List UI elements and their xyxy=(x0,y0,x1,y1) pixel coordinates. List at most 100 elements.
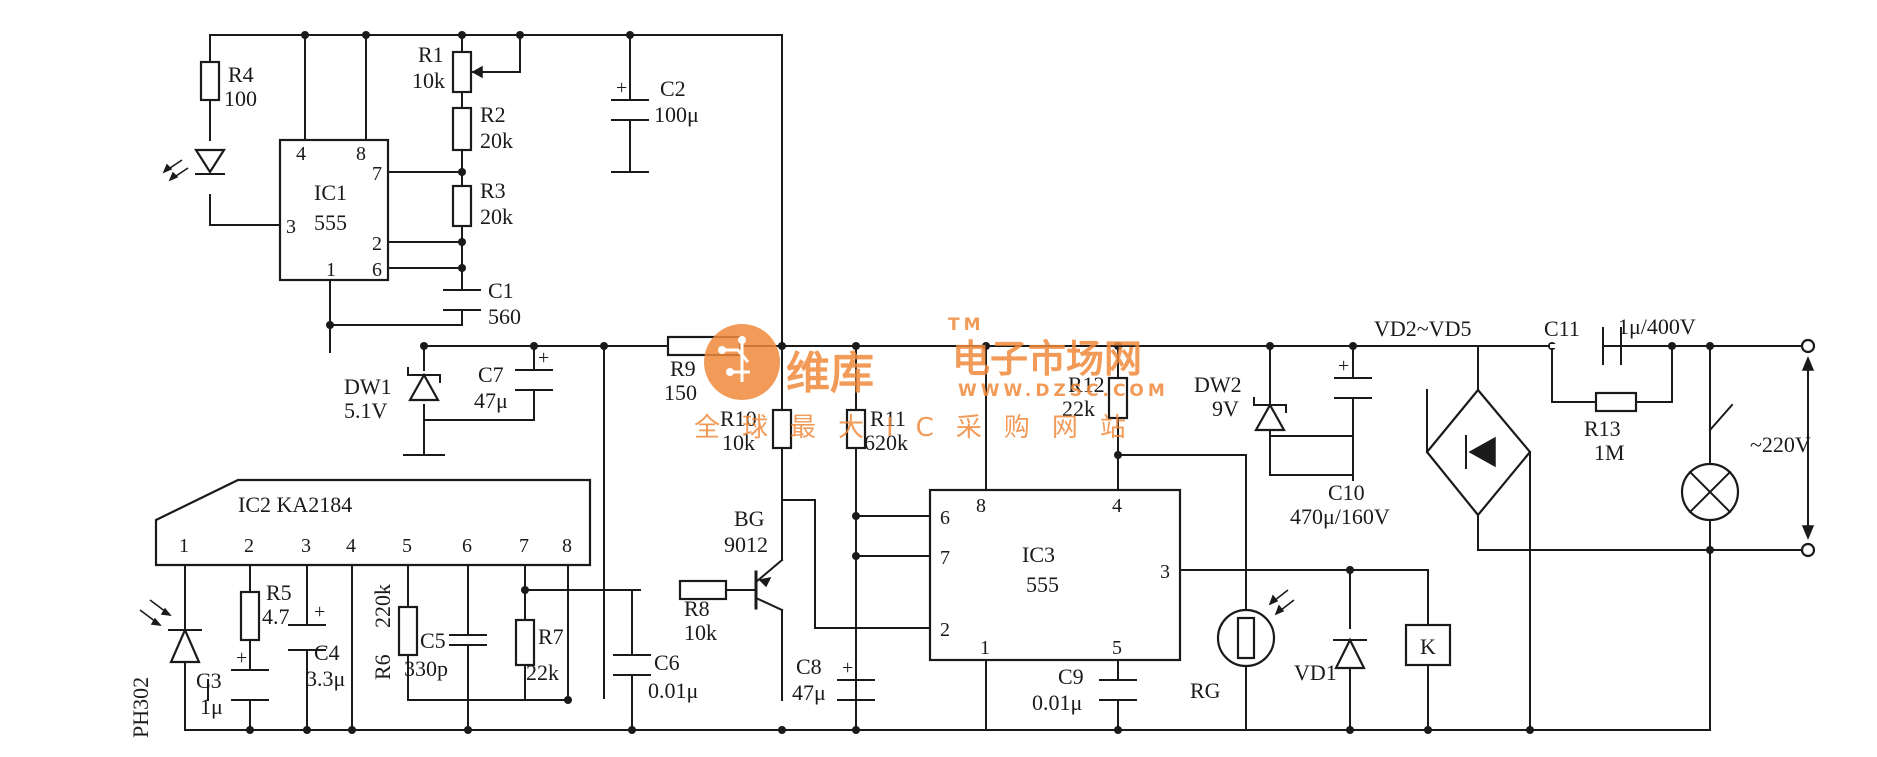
ic3-pin6: 6 xyxy=(940,507,950,529)
label-vd2-5: VD2~VD5 xyxy=(1374,316,1471,341)
label-r3-val: 20k xyxy=(480,204,513,229)
potentiometer-r1 xyxy=(451,50,491,94)
ic1-pin3: 3 xyxy=(286,216,296,238)
ic3-pin8: 8 xyxy=(976,495,986,517)
photoresistor-rg xyxy=(1216,589,1295,668)
relay-k xyxy=(1404,623,1452,667)
label-bg: BG xyxy=(734,506,765,531)
watermark-tm: TM xyxy=(948,315,985,335)
label-r12: R12 xyxy=(1068,372,1105,397)
label-c5: C5 xyxy=(420,628,446,653)
label-c1-val: 560 xyxy=(488,304,521,329)
label-r1-val: 10k xyxy=(412,68,445,93)
label-c6: C6 xyxy=(654,650,680,675)
label-dw1-val: 5.1V xyxy=(344,398,388,423)
capacitor-c11 xyxy=(1550,327,1622,365)
label-c2: C2 xyxy=(660,76,686,101)
label-c3-val: 1μ xyxy=(200,694,223,719)
resistor-r2 xyxy=(451,106,473,152)
resistor-r13 xyxy=(1594,391,1638,413)
label-c5-val: 330p xyxy=(404,656,448,681)
label-c7: C7 xyxy=(478,362,504,387)
ic1-pin1: 1 xyxy=(326,259,336,281)
watermark-url: WWW.DZSC.COM xyxy=(958,381,1169,401)
resistor-r5 xyxy=(239,590,261,642)
svg-text:+: + xyxy=(236,647,247,669)
label-ic3-type: 555 xyxy=(1026,572,1059,597)
label-r6-val: 220k xyxy=(370,584,395,628)
capacitor-c3: + xyxy=(231,647,269,701)
label-dw1: DW1 xyxy=(344,374,392,399)
lamp xyxy=(1680,429,1740,551)
label-c9: C9 xyxy=(1058,664,1084,689)
svg-text:+: + xyxy=(1338,355,1349,377)
svg-text:+: + xyxy=(314,601,325,623)
ic2-pin7: 7 xyxy=(519,535,529,557)
watermark-brand: 维库 xyxy=(786,348,874,399)
label-r5-val: 4.7 xyxy=(262,604,290,629)
capacitor-c8: + xyxy=(837,657,875,701)
component-labels: R4 100 R1 10k R2 20k R3 20k C1 560 C2 10… xyxy=(128,42,1811,738)
watermark-slogan: 全球最大IC采购网站 xyxy=(694,413,1148,443)
ic2-pin5: 5 xyxy=(402,535,412,557)
ic3-pin5: 5 xyxy=(1112,637,1122,659)
label-r5: R5 xyxy=(266,580,292,605)
ic2-pin3: 3 xyxy=(301,535,311,557)
label-bg-type: 9012 xyxy=(724,532,768,557)
resistor-r7 xyxy=(514,618,536,667)
resistor-r4 xyxy=(199,60,221,102)
label-r4: R4 xyxy=(228,62,254,87)
capacitor-c10: + xyxy=(1334,355,1372,399)
ic1-pin7: 7 xyxy=(372,163,382,185)
bridge-rectifier xyxy=(1425,388,1532,517)
wiring xyxy=(184,34,1804,731)
diode-vd1 xyxy=(1333,637,1367,670)
label-r3: R3 xyxy=(480,178,506,203)
transistor-bg-9012 xyxy=(744,499,784,612)
ic3-pin2: 2 xyxy=(940,619,950,641)
ic2-pin4: 4 xyxy=(346,535,356,557)
label-r12-val: 22k xyxy=(1062,396,1095,421)
capacitor-c7: + xyxy=(515,347,553,391)
svg-text:+: + xyxy=(842,657,853,679)
relay-switch xyxy=(1708,403,1734,432)
label-r13-val: 1M xyxy=(1594,440,1625,465)
photodiode-ph302 xyxy=(139,599,202,664)
label-dw2-val: 9V xyxy=(1212,396,1239,421)
ic2-ka2184 xyxy=(154,478,592,567)
zener-dw1 xyxy=(403,367,445,456)
ic3-pin4: 4 xyxy=(1112,495,1122,517)
label-c9-val: 0.01μ xyxy=(1032,690,1082,715)
label-r9-val: 150 xyxy=(664,380,697,405)
ic3-pin1: 1 xyxy=(980,637,990,659)
label-r4-val: 100 xyxy=(224,86,257,111)
ic1-pin8: 8 xyxy=(356,143,366,165)
label-c4-val: 3.3μ xyxy=(306,666,345,691)
label-rg: RG xyxy=(1190,678,1221,703)
svg-text:+: + xyxy=(616,77,627,99)
resistor-r6 xyxy=(397,605,419,657)
capacitor-c9 xyxy=(1099,679,1137,701)
svg-text:+: + xyxy=(538,347,549,369)
label-r7-val: 22k xyxy=(526,660,559,685)
label-r2-val: 20k xyxy=(480,128,513,153)
capacitor-c4: + xyxy=(288,601,326,651)
capacitor-c2: + xyxy=(611,77,649,173)
label-r6: R6 xyxy=(370,654,395,680)
label-c8-val: 47μ xyxy=(792,680,826,705)
label-ic3: IC3 xyxy=(1022,542,1055,567)
label-mains: ~220V xyxy=(1750,432,1811,457)
label-r9: R9 xyxy=(670,356,696,381)
label-r11-val: 620k xyxy=(864,430,908,455)
label-r13: R13 xyxy=(1584,416,1621,441)
label-r11: R11 xyxy=(870,406,906,431)
led-emitter xyxy=(162,148,227,182)
label-ic1-type: 555 xyxy=(314,210,347,235)
label-ic1: IC1 xyxy=(314,180,347,205)
ic3-555 xyxy=(928,488,1182,662)
capacitor-c1 xyxy=(443,289,481,311)
ic-pin-numbers: 4 8 7 3 2 6 1 1 2 3 4 5 6 7 8 8 4 6 7 3 … xyxy=(179,143,1170,659)
label-c8: C8 xyxy=(796,654,822,679)
label-c4: C4 xyxy=(314,640,340,665)
